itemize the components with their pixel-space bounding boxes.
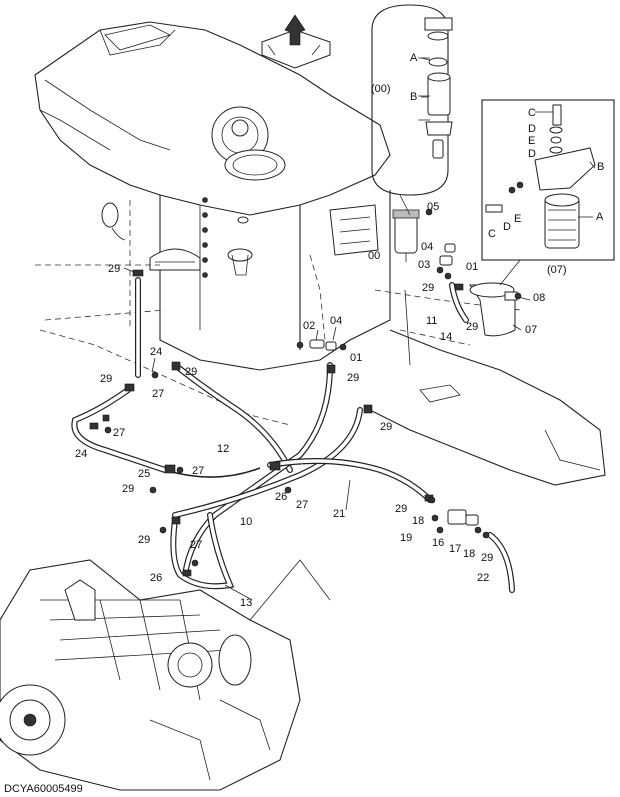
right-frame [369,329,606,486]
label-29: 29 [108,263,120,275]
inset-07-label-D: D [503,221,511,233]
label-26: 26 [150,572,162,584]
inset-07-label-D: D [528,148,536,160]
label-29: 29 [185,366,197,378]
label-27: 27 [192,465,204,477]
label-27: 27 [296,499,308,511]
label-26: 26 [275,491,287,503]
label-03: 03 [418,259,430,271]
bolts [104,371,292,567]
label-24: 24 [75,448,87,460]
label-07: 07 [525,324,537,336]
label-04: 04 [330,315,342,327]
label-29: 29 [395,503,407,515]
label-25: 25 [138,468,150,480]
label-27: 27 [152,388,164,400]
machine-orientation-icon [261,14,331,69]
label-29: 29 [138,534,150,546]
inset-00-label-B: B [410,91,417,103]
engine [0,559,331,791]
label-11: 11 [426,315,437,327]
part-labels: 29 24 27 29 29 27 24 12 25 27 29 26 27 1… [75,52,604,609]
label-05: 05 [427,201,439,213]
label-19: 19 [400,532,412,544]
label-29: 29 [380,421,392,433]
label-00: 00 [368,250,380,262]
label-21: 21 [333,508,345,520]
drawing-number: DCYA60005499 [4,783,83,795]
water-separator [469,282,522,337]
inset-07-label-A: A [596,211,604,223]
inset-07-group-label: (07) [547,264,567,276]
inset-separator-exploded [481,99,615,286]
label-29: 29 [347,372,359,384]
leader-lines [123,57,596,601]
inset-07-label-E: E [514,213,521,225]
inset-07-label-C: C [488,228,496,240]
label-29: 29 [122,483,134,495]
inset-prefilter-exploded [371,4,453,216]
label-12: 12 [217,443,229,455]
inset-07-label-D: D [528,123,536,135]
hose-clamps [89,269,464,577]
upper-frame [34,21,391,371]
label-16: 16 [432,537,444,549]
label-24: 24 [150,346,162,358]
label-18: 18 [463,548,475,560]
label-29: 29 [422,282,434,294]
label-01: 01 [466,261,478,273]
label-27: 27 [190,539,202,551]
inset-07-label-B: B [597,161,604,173]
label-08: 08 [533,292,545,304]
fuel-prefilter [392,208,433,262]
label-29: 29 [100,373,112,385]
inset-00-group-label: (00) [371,83,391,95]
fittings-lower-right [428,496,490,539]
fittings-cluster [296,339,347,351]
label-17: 17 [449,543,461,555]
label-04: 04 [421,241,433,253]
label-22: 22 [477,572,489,584]
label-13: 13 [240,597,252,609]
label-01: 01 [350,352,362,364]
label-10: 10 [240,516,252,528]
inset-07-label-C: C [528,107,536,119]
label-02: 02 [303,320,315,332]
inset-00-label-A: A [410,52,418,64]
fuel-hoses [71,277,515,593]
fittings-right [436,243,456,280]
label-29: 29 [481,552,493,564]
inset-07-label-E: E [528,135,535,147]
label-29: 29 [466,321,478,333]
frame-dashed-lines [35,200,521,426]
label-14: 14 [440,331,452,343]
label-27: 27 [113,427,125,439]
label-18: 18 [412,515,424,527]
